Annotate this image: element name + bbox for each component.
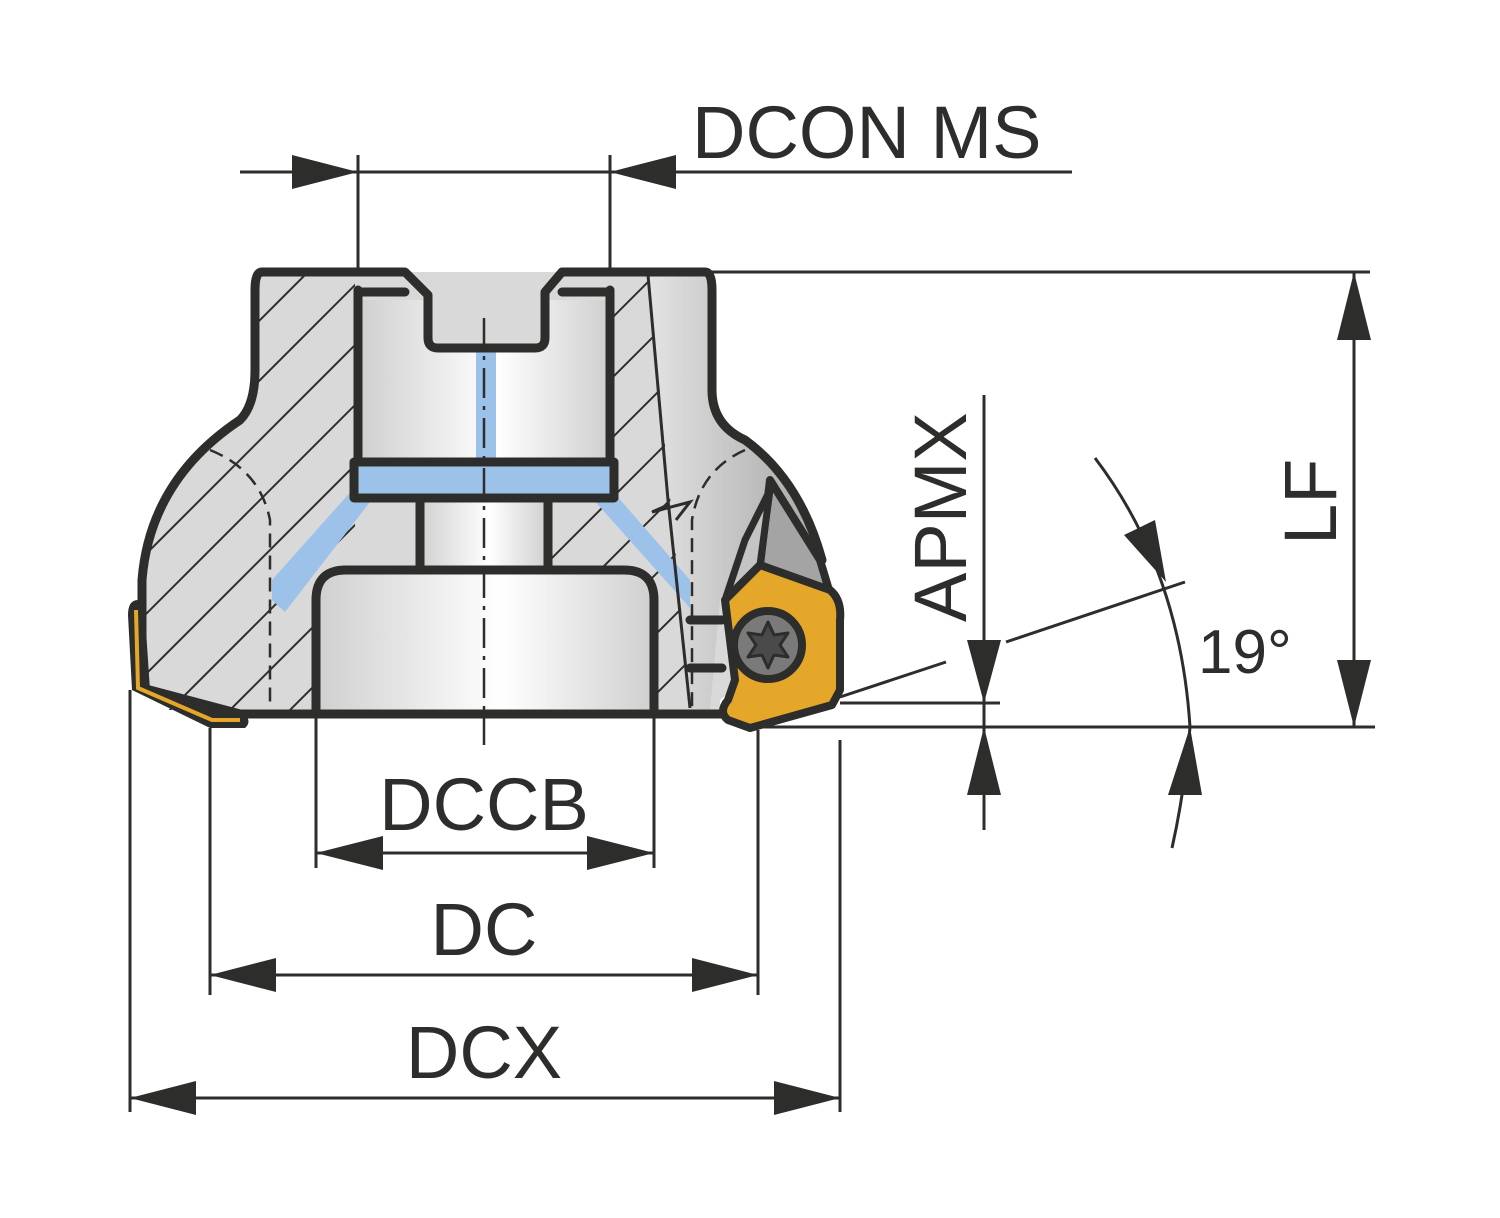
break-line (651, 499, 694, 521)
arrow-up-icon (967, 727, 1001, 795)
upper-bore-outline (353, 285, 615, 467)
arrow-left-icon (316, 836, 383, 870)
insert-left (128, 600, 249, 728)
arrow-down-icon (967, 640, 1001, 703)
dim-dc: DC (210, 888, 758, 992)
body-outline (257, 267, 827, 565)
neck-outline (415, 495, 553, 575)
hidden-line-right (690, 448, 746, 710)
screw-pocket (685, 615, 727, 673)
angle-label: 19° (1198, 618, 1292, 687)
arrow-up-icon (1337, 272, 1371, 340)
arrow-right-icon (587, 836, 654, 870)
arrow-angle-icon (1124, 520, 1166, 582)
torx-screw-icon (730, 607, 806, 683)
dim-angle: 19° (839, 457, 1292, 849)
body-outline-left (137, 267, 730, 719)
hidden-line-left (209, 448, 272, 710)
dccb-label: DCCB (379, 763, 589, 846)
dim-lf: LF (712, 270, 1375, 729)
arrow-left-icon (210, 958, 276, 992)
arrow-left-icon (130, 1081, 196, 1115)
arrow-down-icon (1337, 660, 1371, 727)
dim-dcon-ms: DCON MS (240, 91, 1072, 272)
dc-label: DC (431, 888, 538, 971)
apmx-label: APMX (899, 412, 982, 622)
arrow-right-icon (692, 958, 758, 992)
dim-dcx: DCX (130, 1011, 840, 1115)
dcon-ms-label: DCON MS (692, 91, 1041, 174)
lf-label: LF (1269, 459, 1352, 545)
arrow-left-icon (610, 155, 676, 189)
dim-apmx: APMX (840, 395, 1001, 830)
insert-right (719, 476, 845, 732)
arrow-right-icon (774, 1081, 840, 1115)
dim-dccb: DCCB (316, 763, 654, 870)
dcx-label: DCX (406, 1011, 562, 1094)
flute-edge (646, 274, 692, 709)
arrow-angle-icon (1168, 727, 1202, 795)
arrow-right-icon (292, 155, 358, 189)
